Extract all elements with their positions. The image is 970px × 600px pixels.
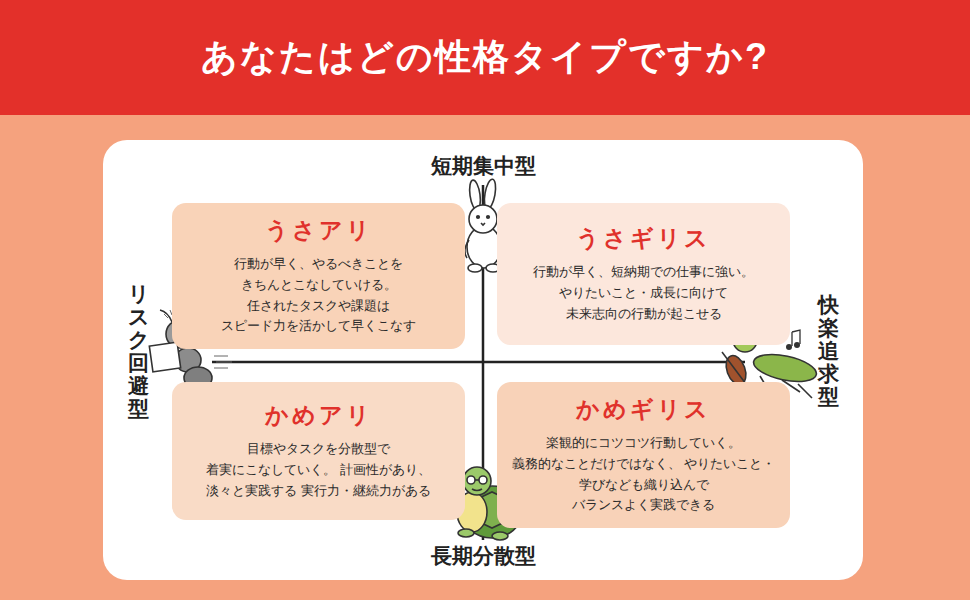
- type-box: かめアリ目標やタスクを分散型で 着実にこなしていく。 計画性があり、淡々と実践す…: [172, 382, 465, 520]
- type-name: かめギリス: [576, 394, 711, 425]
- page-title: あなたはどの性格タイプですか?: [0, 0, 970, 115]
- type-description: 行動が早く、短納期での仕事に強い。 やりたいこと・成長に向けて 未来志向の行動が…: [511, 262, 776, 324]
- type-description: 行動が早く、やるべきことを きちんとこなしていける。 任されたタスクや課題は ス…: [186, 254, 451, 337]
- type-box: うさギリス行動が早く、短納期での仕事に強い。 やりたいこと・成長に向けて 未来志…: [497, 203, 790, 345]
- type-box: うさアリ行動が早く、やるべきことを きちんとこなしていける。 任されたタスクや課…: [172, 203, 465, 349]
- type-name: うさギリス: [576, 223, 711, 254]
- title-bar: [0, 0, 970, 115]
- axis-label: リスク回避型: [128, 282, 149, 421]
- horizontal-axis: [212, 361, 745, 364]
- axis-label: 短期集中型: [431, 152, 536, 180]
- type-name: うさアリ: [265, 215, 373, 246]
- type-description: 楽観的にコツコツ行動していく。 義務的なことだけではなく、 やりたいこと・学びな…: [511, 433, 776, 516]
- type-box: かめギリス楽観的にコツコツ行動していく。 義務的なことだけではなく、 やりたいこ…: [497, 382, 790, 528]
- type-name: かめアリ: [265, 400, 373, 431]
- axis-label: 快楽追求型: [818, 293, 839, 408]
- axis-label: 長期分散型: [431, 542, 536, 570]
- panel: [103, 140, 863, 580]
- type-description: 目標やタスクを分散型で 着実にこなしていく。 計画性があり、淡々と実践する 実行…: [186, 439, 451, 501]
